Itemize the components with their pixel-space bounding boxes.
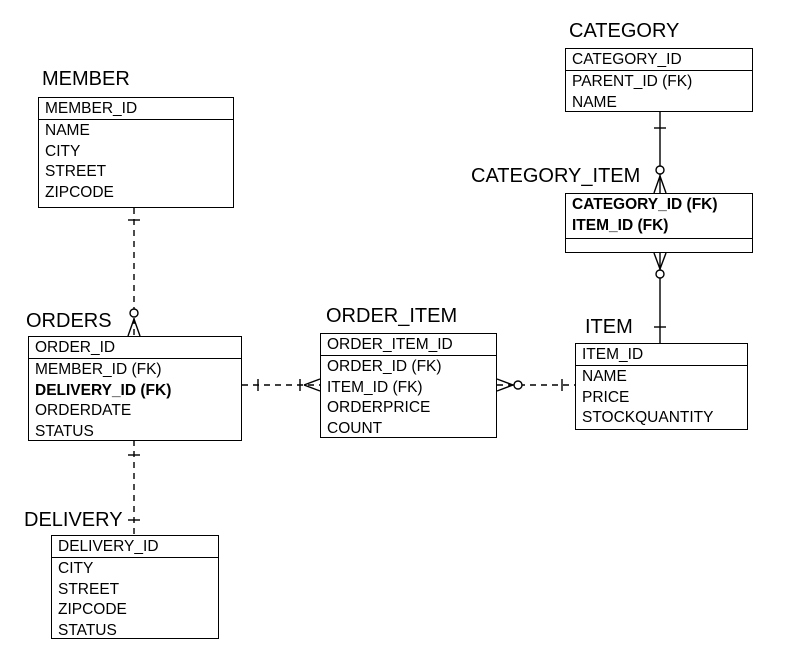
delivery-attr: ZIPCODE <box>58 601 127 618</box>
member-attr: NAME <box>45 122 90 139</box>
category-entity: CATEGORY_ID PARENT_ID (FK) NAME <box>565 48 753 112</box>
item-attr: NAME <box>582 368 627 385</box>
category-attr: PARENT_ID (FK) <box>572 73 693 90</box>
categoryitem-title: CATEGORY_ITEM <box>471 165 641 187</box>
orderitem-attr: ORDERPRICE <box>327 399 431 416</box>
categoryitem-item-crowfoot-right <box>659 252 667 270</box>
member-orders-crowfoot-right <box>133 318 141 337</box>
orderitem-item-crowfoot-bottom <box>496 384 514 392</box>
orders-pk: ORDER_ID <box>29 337 241 359</box>
orders-attr: ORDERDATE <box>35 402 132 419</box>
orders-attr: MEMBER_ID (FK) <box>35 361 162 378</box>
delivery-title: DELIVERY <box>24 509 123 531</box>
category-title: CATEGORY <box>569 20 680 42</box>
member-orders-circle <box>129 308 139 318</box>
category-categoryitem-crowfoot-left <box>653 175 661 194</box>
delivery-attr: CITY <box>58 560 94 577</box>
delivery-attr: STATUS <box>58 621 117 639</box>
member-attr: ZIPCODE <box>45 183 114 201</box>
orderitem-attr: ITEM_ID (FK) <box>327 378 423 396</box>
category-categoryitem-crowfoot-right <box>659 175 667 194</box>
orderitem-item-crowfoot-top <box>496 378 514 386</box>
member-attr: CITY <box>45 142 81 160</box>
categoryitem-entity: CATEGORY_ID (FK) ITEM_ID (FK) <box>565 193 753 253</box>
member-title: MEMBER <box>42 68 130 90</box>
orderitem-attributes: ORDER_ID (FK) ITEM_ID (FK) ORDERPRICE CO… <box>321 356 496 439</box>
member-entity: MEMBER_ID NAME CITY STREET ZIPCODE <box>38 97 234 208</box>
orderitem-entity: ORDER_ITEM_ID ORDER_ID (FK) ITEM_ID (FK)… <box>320 333 497 438</box>
delivery-attributes: CITY STREET ZIPCODE STATUS <box>52 558 218 641</box>
categoryitem-item-crowfoot-left <box>653 252 661 270</box>
category-attr: NAME <box>572 93 617 111</box>
category-pk: CATEGORY_ID <box>566 49 752 71</box>
orderitem-title: ORDER_ITEM <box>326 305 458 327</box>
orderitem-attr: COUNT <box>327 419 383 437</box>
orders-attr: STATUS <box>35 422 94 440</box>
orders-orderitem-crowfoot-bottom <box>303 384 321 392</box>
category-attributes: PARENT_ID (FK) NAME <box>566 71 752 113</box>
member-attr: STREET <box>45 163 107 180</box>
delivery-pk: DELIVERY_ID <box>52 536 218 558</box>
orderitem-item-circle <box>513 380 523 390</box>
item-pk: ITEM_ID <box>576 344 747 366</box>
categoryitem-attributes-section <box>566 238 752 239</box>
delivery-entity: DELIVERY_ID CITY STREET ZIPCODE STATUS <box>51 535 219 639</box>
member-pk: MEMBER_ID <box>39 98 233 120</box>
item-title: ITEM <box>585 316 633 338</box>
delivery-attr: STREET <box>58 580 120 598</box>
item-attr: PRICE <box>582 388 630 406</box>
item-entity: ITEM_ID NAME PRICE STOCKQUANTITY <box>575 343 748 430</box>
categoryitem-item-circle <box>655 269 665 279</box>
item-attributes: NAME PRICE STOCKQUANTITY <box>576 366 747 429</box>
item-attr: STOCKQUANTITY <box>582 409 714 426</box>
orderitem-pk: ORDER_ITEM_ID <box>321 334 496 356</box>
member-orders-crowfoot-left <box>127 318 135 337</box>
orders-attributes: MEMBER_ID (FK) DELIVERY_ID (FK) ORDERDAT… <box>29 359 241 442</box>
categoryitem-keys: CATEGORY_ID (FK) ITEM_ID (FK) <box>566 194 752 236</box>
orders-title: ORDERS <box>26 310 112 332</box>
orders-entity: ORDER_ID MEMBER_ID (FK) DELIVERY_ID (FK)… <box>28 336 242 441</box>
categoryitem-key: ITEM_ID (FK) <box>572 216 669 234</box>
member-attributes: NAME CITY STREET ZIPCODE <box>39 120 233 203</box>
orderitem-attr: ORDER_ID (FK) <box>327 358 442 375</box>
category-categoryitem-circle <box>655 165 665 175</box>
categoryitem-key: CATEGORY_ID (FK) <box>572 196 718 213</box>
orders-attr: DELIVERY_ID (FK) <box>35 381 172 399</box>
orders-orderitem-crowfoot-top <box>303 378 321 386</box>
